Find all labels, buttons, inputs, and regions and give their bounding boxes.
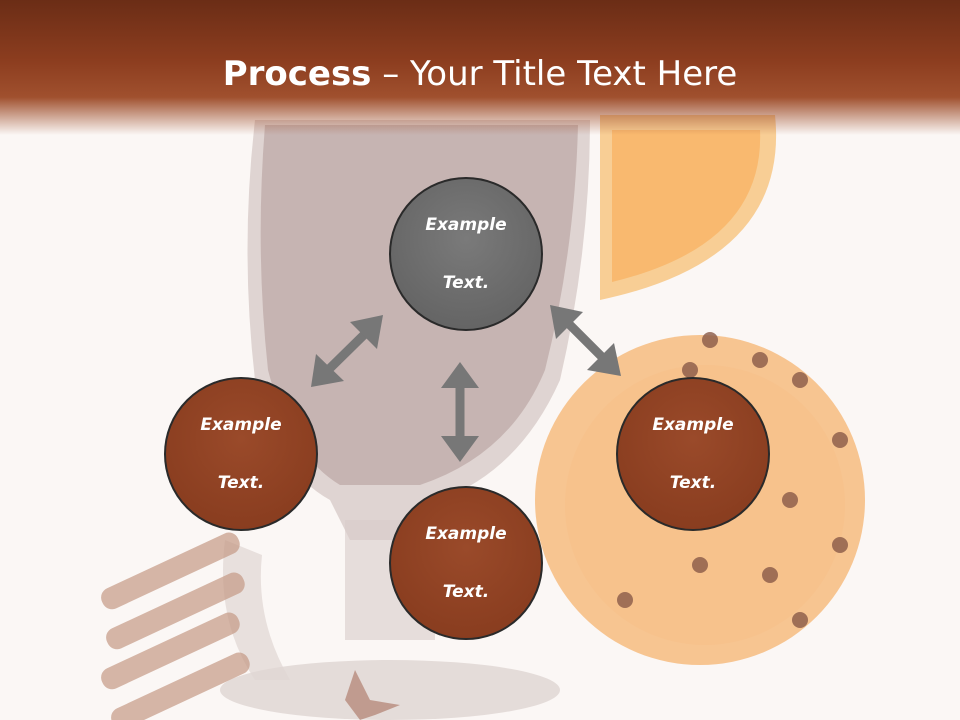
node-bottom-line1: Example <box>425 523 507 544</box>
node-left-line2: Text. <box>217 472 265 493</box>
node-left-line1: Example <box>200 414 282 435</box>
node-right-line1: Example <box>652 414 734 435</box>
title-rest: – Your Title Text Here <box>371 54 738 94</box>
node-right-line2: Text. <box>669 472 717 493</box>
page-title[interactable]: Process – Your Title Text Here <box>0 52 960 96</box>
title-bar <box>0 0 960 135</box>
node-bottom-line2: Text. <box>442 581 490 602</box>
double-arrow-vertical[interactable] <box>441 362 479 462</box>
title-bold: Process <box>222 54 372 94</box>
double-arrow-top-left[interactable] <box>311 315 383 387</box>
node-top-line2: Text. <box>442 272 490 293</box>
node-top-line1: Example <box>425 214 507 235</box>
double-arrow-top-right[interactable] <box>550 305 621 376</box>
